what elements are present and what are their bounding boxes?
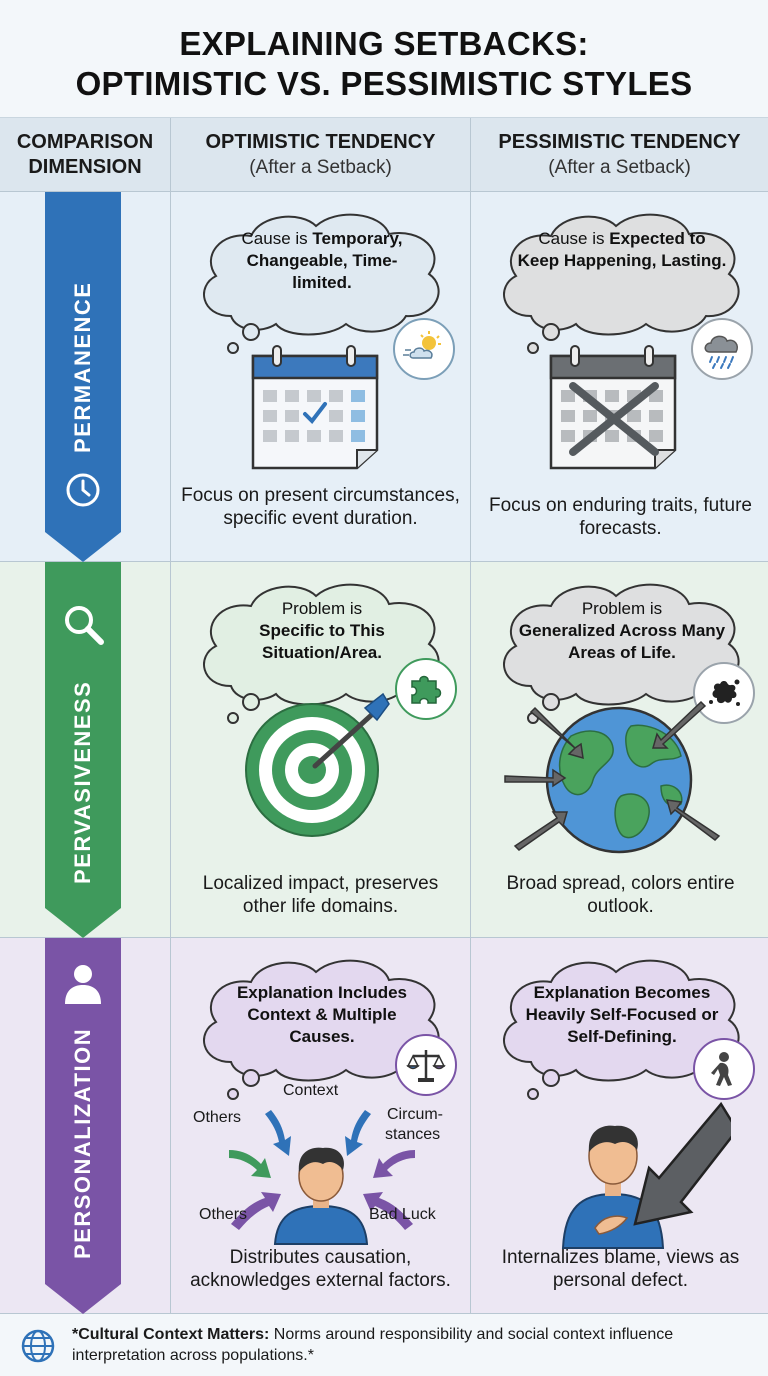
header-comparison-dimension: COMPARISON DIMENSION <box>0 118 170 192</box>
globe-arrows-icon <box>504 700 721 854</box>
thought-cloud: Cause is Expected to Keep Happening, Las… <box>491 206 751 354</box>
cloud-text-plain: Cause is <box>538 229 610 248</box>
label-others-top: Others <box>193 1109 242 1126</box>
header-col2-sub: (After a Setback) <box>548 157 691 178</box>
magnifier-icon <box>65 606 104 645</box>
cell-personalization-optimistic: Explanation Includes Context & Multiple … <box>171 938 470 1313</box>
cloud-text-bold: Specific to This Situation/Area. <box>259 621 385 662</box>
cloud-text-bold: Explanation Includes Context & Multiple … <box>236 983 408 1046</box>
label-circumstances-2: stances <box>385 1126 441 1143</box>
calendar-cross-icon <box>549 345 677 470</box>
section-permanence: PERMANENCE Cause is Temporary, Changeabl… <box>0 192 768 562</box>
header-optimistic: OPTIMISTIC TENDENCY (After a Setback) <box>170 118 470 192</box>
section-personalization: PERSONALIZATION Explanation Includes Con… <box>0 938 768 1314</box>
cell-permanence-optimistic: Cause is Temporary, Changeable, Time-lim… <box>171 192 470 561</box>
title-area: EXPLAINING SETBACKS: OPTIMISTIC VS. PESS… <box>0 0 768 118</box>
header-col1-sub: (After a Setback) <box>249 157 392 178</box>
ribbon-band <box>45 192 121 562</box>
person-multiple-causes-icon <box>229 1110 415 1245</box>
divider <box>470 192 471 561</box>
ribbon-personalization: PERSONALIZATION <box>45 938 121 1314</box>
page-title-line-1: EXPLAINING SETBACKS: <box>179 25 589 62</box>
ribbon-band <box>45 562 121 938</box>
caption-permanence-pessimistic: Focus on enduring traits, future forecas… <box>489 495 752 539</box>
label-others-bottom: Others <box>199 1206 248 1223</box>
footer-body: Norms around responsibility and social c… <box>72 1326 674 1364</box>
header-pessimistic: PESSIMISTIC TENDENCY (After a Setback) <box>470 118 768 192</box>
caption-pervasiveness-optimistic: Localized impact, preserves other life d… <box>202 873 439 917</box>
footer-text: *Cultural Context Matters: Norms around … <box>72 1324 752 1366</box>
table-header-row: COMPARISON DIMENSION OPTIMISTIC TENDENCY… <box>0 118 768 192</box>
divider <box>170 562 171 937</box>
page-title-line-2: OPTIMISTIC VS. PESSIMISTIC STYLES <box>75 65 693 102</box>
dimension-label-pervasiveness: PERVASIVENESS <box>70 680 95 884</box>
caption-personalization-pessimistic: Internalizes blame, views as personal de… <box>501 1247 740 1291</box>
person-self-blame-icon <box>561 1101 731 1249</box>
cell-permanence-pessimistic: Cause is Expected to Keep Happening, Las… <box>471 192 768 561</box>
target-arrow-icon <box>245 692 390 837</box>
balance-scale-icon <box>395 1034 457 1096</box>
caption-personalization-optimistic: Distributes causation, acknowledges exte… <box>190 1247 451 1291</box>
footer-bold: *Cultural Context Matters: <box>72 1326 270 1343</box>
sun-cloud-icon <box>393 318 455 380</box>
cell-pervasiveness-pessimistic: Problem is Generalized Across Many Areas… <box>471 562 768 937</box>
divider <box>170 938 171 1313</box>
puzzle-piece-icon <box>395 658 457 720</box>
person-icon <box>65 965 101 1004</box>
divider <box>470 562 471 937</box>
header-col1-main: OPTIMISTIC TENDENCY <box>205 131 436 153</box>
footer-note: *Cultural Context Matters: Norms around … <box>0 1314 768 1376</box>
globe-icon <box>21 1329 55 1363</box>
divider <box>470 938 471 1313</box>
calendar-check-icon <box>251 345 379 470</box>
divider <box>170 192 171 561</box>
sad-walking-person-icon <box>693 1038 755 1100</box>
caption-permanence-optimistic: Focus on present circumstances, specific… <box>181 485 460 529</box>
header-col0-line1: COMPARISON <box>16 131 154 153</box>
cell-pervasiveness-optimistic: Problem is Specific to This Situation/Ar… <box>171 562 470 937</box>
cloud-text-bold: Explanation Becomes Heavily Self-Focused… <box>525 983 719 1046</box>
ribbon-pervasiveness: PERVASIVENESS <box>45 562 121 938</box>
thought-cloud: Explanation Includes Context & Multiple … <box>191 952 451 1100</box>
section-pervasiveness: PERVASIVENESS Problem is Specific to Thi… <box>0 562 768 938</box>
label-circumstances-1: Circum- <box>387 1106 443 1123</box>
header-col2-main: PESSIMISTIC TENDENCY <box>498 131 741 153</box>
ribbon-permanence: PERMANENCE <box>45 192 121 562</box>
cloud-text-bold: Generalized Across Many Areas of Life. <box>518 621 726 662</box>
thought-cloud: Cause is Temporary, Changeable, Time-lim… <box>191 206 451 354</box>
cell-personalization-pessimistic: Explanation Becomes Heavily Self-Focused… <box>471 938 768 1313</box>
label-bad-luck: Bad Luck <box>369 1206 436 1223</box>
thought-cloud: Problem is Specific to This Situation/Ar… <box>191 576 451 724</box>
thought-cloud: Explanation Becomes Heavily Self-Focused… <box>491 952 751 1100</box>
thought-cloud: Problem is Generalized Across Many Areas… <box>491 576 751 724</box>
cloud-text-plain: Problem is <box>281 599 363 618</box>
dimension-label-personalization: PERSONALIZATION <box>70 1027 95 1259</box>
ink-splat-icon <box>693 662 755 724</box>
cloud-text-plain: Problem is <box>581 599 663 618</box>
cloud-text-bold: Temporary, Changeable, Time-limited. <box>246 229 403 292</box>
cloud-text-plain: Cause is <box>241 229 313 248</box>
rain-cloud-icon <box>691 318 753 380</box>
dimension-label-permanence: PERMANENCE <box>70 281 95 453</box>
clock-icon <box>66 473 100 507</box>
label-context: Context <box>283 1082 339 1099</box>
header-col0-line2: DIMENSION <box>28 156 142 178</box>
caption-pervasiveness-pessimistic: Broad spread, colors entire outlook. <box>506 873 735 917</box>
cloud-text-bold: Expected to Keep Happening, Lasting. <box>517 229 727 270</box>
ribbon-band <box>45 938 121 1314</box>
